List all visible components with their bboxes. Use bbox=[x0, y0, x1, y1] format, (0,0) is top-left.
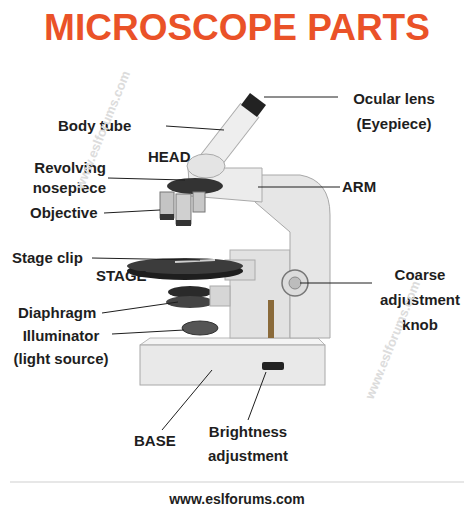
footer-rule bbox=[10, 482, 464, 483]
leader-line bbox=[92, 258, 200, 260]
leader-line bbox=[166, 126, 224, 130]
leader-line bbox=[112, 330, 184, 334]
part-label: STAGE bbox=[96, 266, 147, 286]
objective-lens bbox=[176, 194, 191, 224]
diaphragm-shape bbox=[166, 296, 214, 308]
illuminator-shape bbox=[182, 321, 218, 335]
leader-line bbox=[258, 187, 340, 188]
part-label: ARM bbox=[342, 177, 376, 197]
part-label: HEAD bbox=[148, 147, 191, 167]
base-top bbox=[140, 338, 325, 345]
leader-line bbox=[108, 178, 185, 180]
rack bbox=[268, 300, 274, 338]
part-label: Brightness adjustment bbox=[198, 420, 298, 468]
part-label: Diaphragm bbox=[18, 303, 96, 323]
part-label: Ocular lens (Eyepiece) bbox=[336, 86, 452, 136]
head-dome bbox=[187, 154, 225, 178]
brightness-switch bbox=[262, 362, 284, 370]
leader-line bbox=[102, 302, 178, 313]
leader-lines bbox=[92, 97, 372, 430]
part-label: Illuminator (light source) bbox=[6, 324, 116, 370]
part-label: BASE bbox=[134, 431, 176, 451]
objective-tip bbox=[176, 220, 191, 226]
part-label: Stage clip bbox=[12, 248, 83, 268]
eyepiece-shape bbox=[249, 99, 258, 111]
leader-line bbox=[300, 283, 372, 284]
part-label: Objective bbox=[30, 203, 98, 223]
leader-line bbox=[264, 97, 338, 98]
title: MICROSCOPE PARTS bbox=[0, 6, 474, 50]
leader-line bbox=[162, 370, 212, 430]
footer-url: www.eslforums.com bbox=[0, 489, 474, 509]
leader-line bbox=[104, 210, 160, 213]
coarse-knob-center bbox=[289, 277, 301, 289]
leader-line bbox=[248, 372, 266, 420]
objective-tip bbox=[160, 214, 174, 220]
base-body bbox=[140, 345, 325, 385]
condenser-holder bbox=[210, 286, 230, 306]
arm-shape bbox=[255, 175, 330, 338]
objective-lens bbox=[193, 192, 205, 212]
